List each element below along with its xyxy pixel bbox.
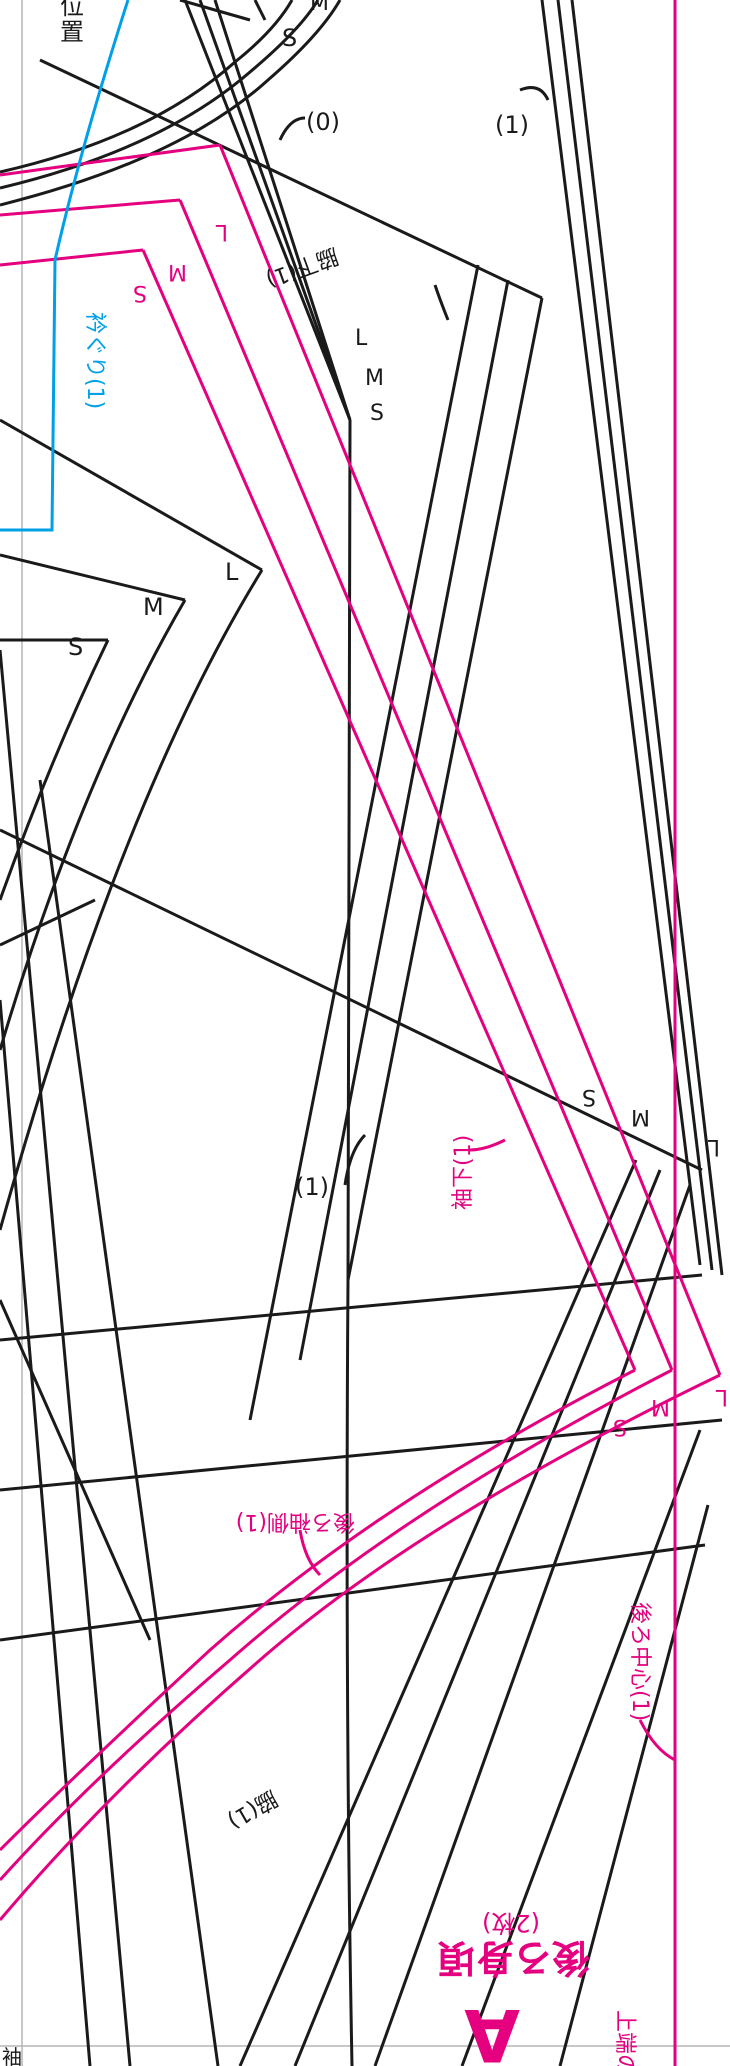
mag-lower-1 <box>0 1373 721 1921</box>
low-diag-5 <box>293 1169 662 2066</box>
label-count-0: (0) <box>306 108 340 136</box>
label-corner-char: 袖 <box>2 2045 22 2066</box>
neck-curve-s <box>0 639 110 901</box>
underarm-s <box>213 0 352 421</box>
mag-top-1 <box>0 143 221 177</box>
center-vertical <box>345 419 354 2066</box>
label-mag-lower-m: M <box>651 1394 670 1419</box>
label-mag-l: L <box>215 219 228 244</box>
low-diag-1 <box>0 999 92 2066</box>
label-side: 脇(1) <box>223 1785 282 1833</box>
label-piece-letter: A <box>464 1993 520 2066</box>
label-back-center: 後ろ中心(1) <box>627 1602 652 1721</box>
armhole-curve-1 <box>0 0 342 207</box>
label-underarm-m: M <box>365 366 384 391</box>
tri-top <box>0 828 703 1172</box>
label-neck-m: M <box>143 593 164 621</box>
mag-leader-center <box>638 1719 676 1762</box>
label-piece-name: 後ろ身頃 <box>438 1936 590 1980</box>
cyan-curve <box>0 0 130 532</box>
leader-1-top <box>519 86 550 101</box>
mag-diag-l <box>218 144 722 1376</box>
label-neck-s: S <box>68 633 83 661</box>
label-count-1-top: (1) <box>495 111 529 139</box>
mag-lower-2 <box>0 1368 673 1882</box>
mag-top-2 <box>0 198 181 217</box>
cyan-neckline <box>0 0 130 532</box>
label-right-l: L <box>707 1134 720 1159</box>
mag-lower-3 <box>0 1368 636 1852</box>
left-diag-2 <box>0 553 186 602</box>
label-neck-l: L <box>225 558 239 586</box>
low-diag-4 <box>238 1159 638 2066</box>
label-mag-s: S <box>133 280 147 305</box>
mag-diag-s <box>141 249 637 1371</box>
mag-leader-backsleeve <box>298 1529 322 1577</box>
underarm-m <box>198 0 352 421</box>
armhole-curve-3 <box>0 0 294 174</box>
right-vertical-2 <box>556 0 714 1271</box>
low-diag-9 <box>0 1299 152 1641</box>
label-position-1: 位 <box>60 0 84 20</box>
neck-curve-l <box>0 569 264 1231</box>
leader-1-mid <box>343 1133 367 1186</box>
low-diag-8 <box>558 1504 710 2066</box>
label-top-m: M <box>310 0 329 16</box>
low-diag-2 <box>38 779 220 2066</box>
label-right-m: M <box>631 1104 650 1129</box>
label-underarm-l: L <box>355 326 368 351</box>
diag-long-1 <box>39 58 543 300</box>
leader-underarm <box>433 284 450 321</box>
low-diag-7 <box>460 1429 702 2066</box>
left-diag-1 <box>0 418 263 572</box>
tri-arc <box>0 898 96 947</box>
diag-upper-2 <box>298 279 510 1361</box>
mag-diag-m <box>178 199 674 1371</box>
label-position-2: 置 <box>60 18 84 46</box>
low-diag-3 <box>0 649 132 2066</box>
leader-0 <box>278 116 306 141</box>
top-line-2 <box>253 0 267 21</box>
label-sleeve: 袖下(1) <box>451 1135 476 1210</box>
label-back-sleeve-side: 後ろ袖側(1) <box>236 1509 355 1534</box>
label-underarm-s: S <box>370 401 384 426</box>
diag-upper-1 <box>346 297 544 1281</box>
label-mag-lower-s: S <box>613 1414 627 1439</box>
underarm-l <box>183 0 352 421</box>
label-top-s: S <box>282 24 297 52</box>
label-right-s: S <box>582 1084 596 1109</box>
mag-top-3 <box>0 248 144 267</box>
label-mag-lower-l: L <box>715 1384 728 1409</box>
low-diag-6 <box>373 1184 692 2066</box>
top-line-1 <box>179 0 251 22</box>
label-count-1-mid: (1) <box>295 1173 329 1201</box>
label-piece-qty: (2枚) <box>482 1909 540 1937</box>
right-vertical-3 <box>570 0 724 1276</box>
diag-upper-3 <box>248 264 480 1421</box>
label-mag-m: M <box>168 259 187 284</box>
label-cyan-neckline: 衿ぐり(1) <box>82 312 107 409</box>
mag-leader-sleeve <box>469 1138 506 1152</box>
hem-3 <box>0 1543 706 1642</box>
label-edge-partial: 上端の <box>612 2010 637 2066</box>
neck-curve-m <box>0 599 187 1051</box>
